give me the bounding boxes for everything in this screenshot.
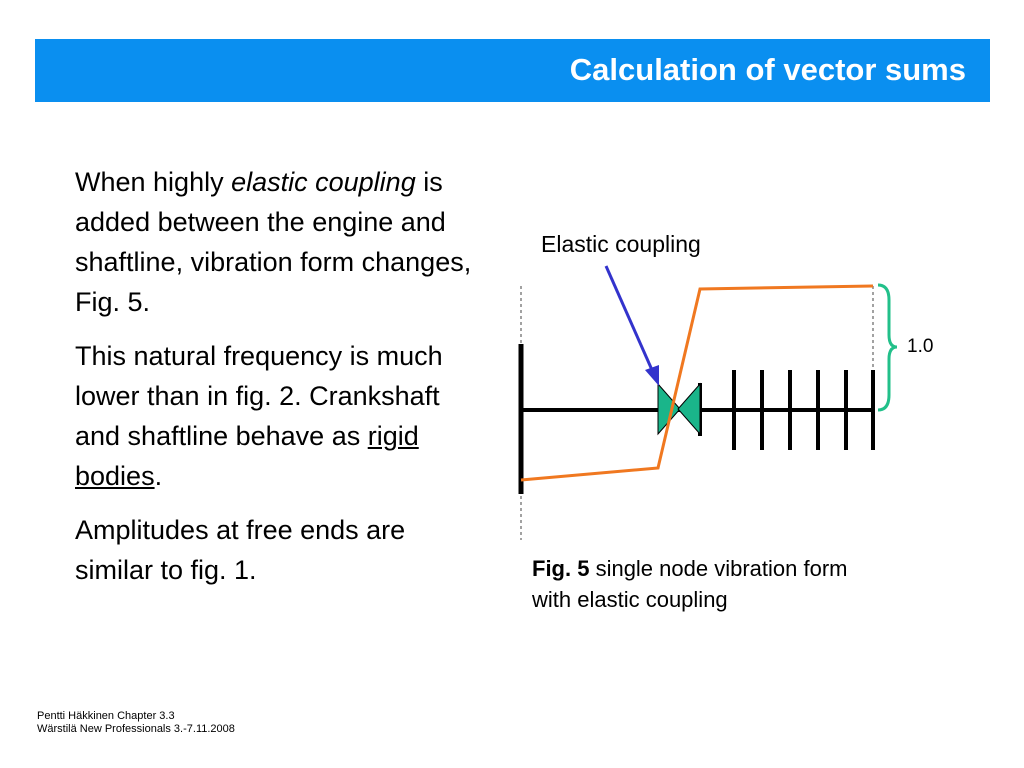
caption-bold: Fig. 5 xyxy=(532,556,590,581)
coupling-right-half xyxy=(677,382,701,436)
footer-line-2: Wärstilä New Professionals 3.-7.11.2008 xyxy=(37,723,235,735)
title-bar: Calculation of vector sums xyxy=(35,39,990,102)
amplitude-brace xyxy=(877,283,898,412)
page-title: Calculation of vector sums xyxy=(569,52,966,87)
p1-italic: elastic coupling xyxy=(231,167,416,197)
caption-rest: single node vibration form with elastic … xyxy=(532,556,848,612)
p2-underlined: rigid bodies xyxy=(75,421,419,491)
footer: Pentti Häkkinen Chapter 3.3 Wärstilä New… xyxy=(37,710,235,736)
figure-caption: Fig. 5 single node vibration form with e… xyxy=(532,553,892,615)
p2-before: This natural frequency is much lower tha… xyxy=(75,341,443,451)
mode-shape-line xyxy=(520,284,874,482)
p1-before: When highly xyxy=(75,167,232,197)
paragraph-1: When highly elastic coupling is added be… xyxy=(75,162,475,322)
p1-after: is added between the engine and shaftlin… xyxy=(75,167,472,317)
coupling-label: Elastic coupling xyxy=(541,231,701,257)
coupling-arrow-head xyxy=(645,365,659,386)
paragraph-3: Amplitudes at free ends are similar to f… xyxy=(75,515,406,585)
footer-line-1: Pentti Häkkinen Chapter 3.3 xyxy=(37,710,175,722)
body-text: When highly elastic coupling is added be… xyxy=(75,162,475,604)
paragraph-2: This natural frequency is much lower tha… xyxy=(75,336,475,496)
amplitude-label: 1.0 xyxy=(907,336,934,357)
coupling-arrow-shaft xyxy=(604,265,654,371)
p2-after: . xyxy=(154,461,163,491)
